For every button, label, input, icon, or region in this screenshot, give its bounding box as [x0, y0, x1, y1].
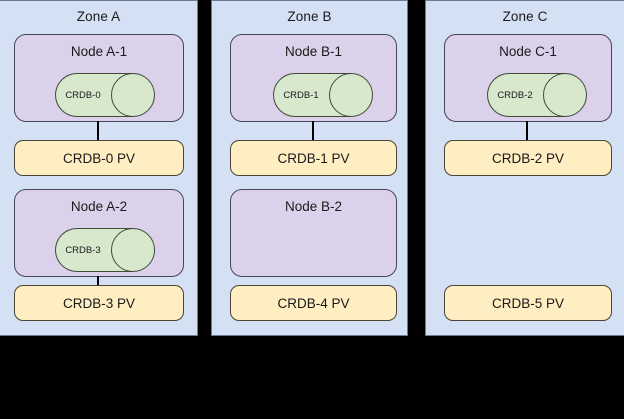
pv-box-crdb-0[interactable]: CRDB-0 PV	[14, 140, 184, 176]
zone-panel-c: Zone C Node C-1 CRDB-2 CRDB-2 PV CRDB-5 …	[425, 0, 624, 336]
database-label-crdb-3: CRDB-3	[65, 244, 101, 256]
database-cylinder-crdb-3[interactable]: CRDB-3	[55, 228, 155, 272]
database-label-crdb-0: CRDB-0	[65, 89, 101, 101]
database-label-crdb-2: CRDB-2	[497, 89, 533, 101]
pv-box-crdb-4[interactable]: CRDB-4 PV	[230, 285, 397, 321]
connector-line-crdb-0	[97, 121, 99, 141]
node-box-a-2[interactable]: Node A-2 CRDB-3	[14, 189, 184, 277]
cylinder-cap-icon	[543, 73, 587, 117]
cylinder-cap-icon	[329, 73, 373, 117]
pv-box-crdb-3[interactable]: CRDB-3 PV	[14, 285, 184, 321]
database-cylinder-crdb-0[interactable]: CRDB-0	[55, 73, 155, 117]
database-cylinder-crdb-1[interactable]: CRDB-1	[273, 73, 373, 117]
cylinder-cap-icon	[111, 73, 155, 117]
pv-box-crdb-2[interactable]: CRDB-2 PV	[444, 140, 612, 176]
zone-title-a: Zone A	[76, 9, 121, 24]
node-label-b-2: Node B-2	[284, 199, 343, 214]
node-label-a-2: Node A-2	[70, 199, 128, 214]
node-box-c-1[interactable]: Node C-1 CRDB-2	[444, 34, 612, 122]
zone-panel-b: Zone B Node B-1 CRDB-1 CRDB-1 PV Node B-…	[211, 0, 408, 336]
connector-line-crdb-2	[526, 121, 528, 141]
cylinder-cap-icon	[111, 228, 155, 272]
connector-line-crdb-1	[312, 121, 314, 141]
node-box-b-1[interactable]: Node B-1 CRDB-1	[230, 34, 397, 122]
pv-box-crdb-1[interactable]: CRDB-1 PV	[230, 140, 397, 176]
zone-title-b: Zone B	[287, 9, 332, 24]
zone-title-c: Zone C	[502, 9, 548, 24]
zone-panel-a: Zone A Node A-1 CRDB-0 CRDB-0 PV Node A-…	[0, 0, 198, 336]
node-box-a-1[interactable]: Node A-1 CRDB-0	[14, 34, 184, 122]
node-label-a-1: Node A-1	[70, 44, 128, 59]
node-box-b-2[interactable]: Node B-2	[230, 189, 397, 277]
node-label-c-1: Node C-1	[499, 44, 557, 59]
pv-box-crdb-5[interactable]: CRDB-5 PV	[444, 285, 612, 321]
database-cylinder-crdb-2[interactable]: CRDB-2	[487, 73, 587, 117]
database-label-crdb-1: CRDB-1	[283, 89, 319, 101]
node-label-b-1: Node B-1	[284, 44, 343, 59]
